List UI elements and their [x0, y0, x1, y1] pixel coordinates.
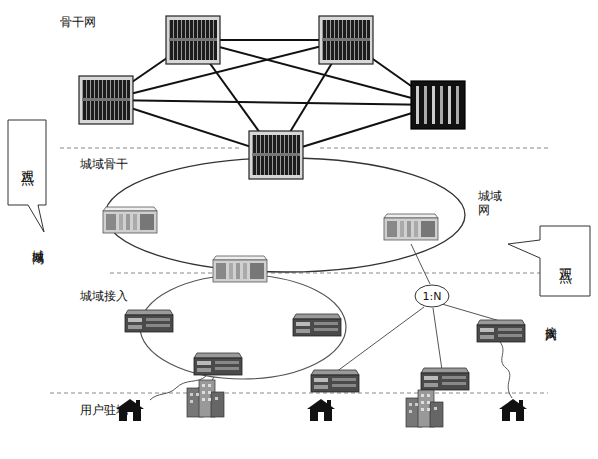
node-text: 观点一 — [556, 258, 574, 264]
callout-box: 观点一 — [540, 226, 590, 296]
metro-device — [213, 256, 267, 282]
house-icon — [307, 399, 335, 421]
level-dividers — [50, 148, 548, 393]
access-device — [477, 320, 525, 342]
access-wires — [150, 244, 512, 400]
node-shape — [8, 120, 46, 232]
backbone-router — [79, 76, 133, 124]
backbone-router — [249, 131, 303, 179]
access-device — [421, 368, 469, 390]
access-device — [194, 353, 242, 375]
level-label: 城域接入 — [80, 290, 128, 304]
access-device — [125, 310, 173, 332]
level-label: 城域网 — [478, 190, 506, 218]
backbone-router — [166, 16, 220, 64]
metro-device — [384, 214, 438, 240]
level-label: 用户驻地 — [80, 404, 128, 418]
house-icon — [499, 399, 527, 421]
ratio-ellipse: 1:N — [414, 284, 450, 308]
access-device — [311, 370, 359, 392]
level-label: 骨干网 — [60, 16, 96, 30]
level-label: 接入网 — [543, 316, 557, 322]
callout-box: 观点二 — [8, 120, 46, 205]
node-text: 1:N — [423, 290, 442, 303]
access-device — [293, 314, 341, 336]
level-label: 城域网 — [30, 240, 44, 246]
metro-device — [103, 207, 157, 233]
node-shape — [415, 285, 449, 307]
building-icon — [406, 390, 443, 427]
level-label: 城域骨干 — [80, 158, 128, 172]
node-shape — [508, 226, 590, 296]
building-icon — [187, 380, 224, 417]
node-text: 观点二 — [18, 160, 36, 166]
backbone-router — [319, 16, 373, 64]
backbone-router — [411, 81, 465, 129]
